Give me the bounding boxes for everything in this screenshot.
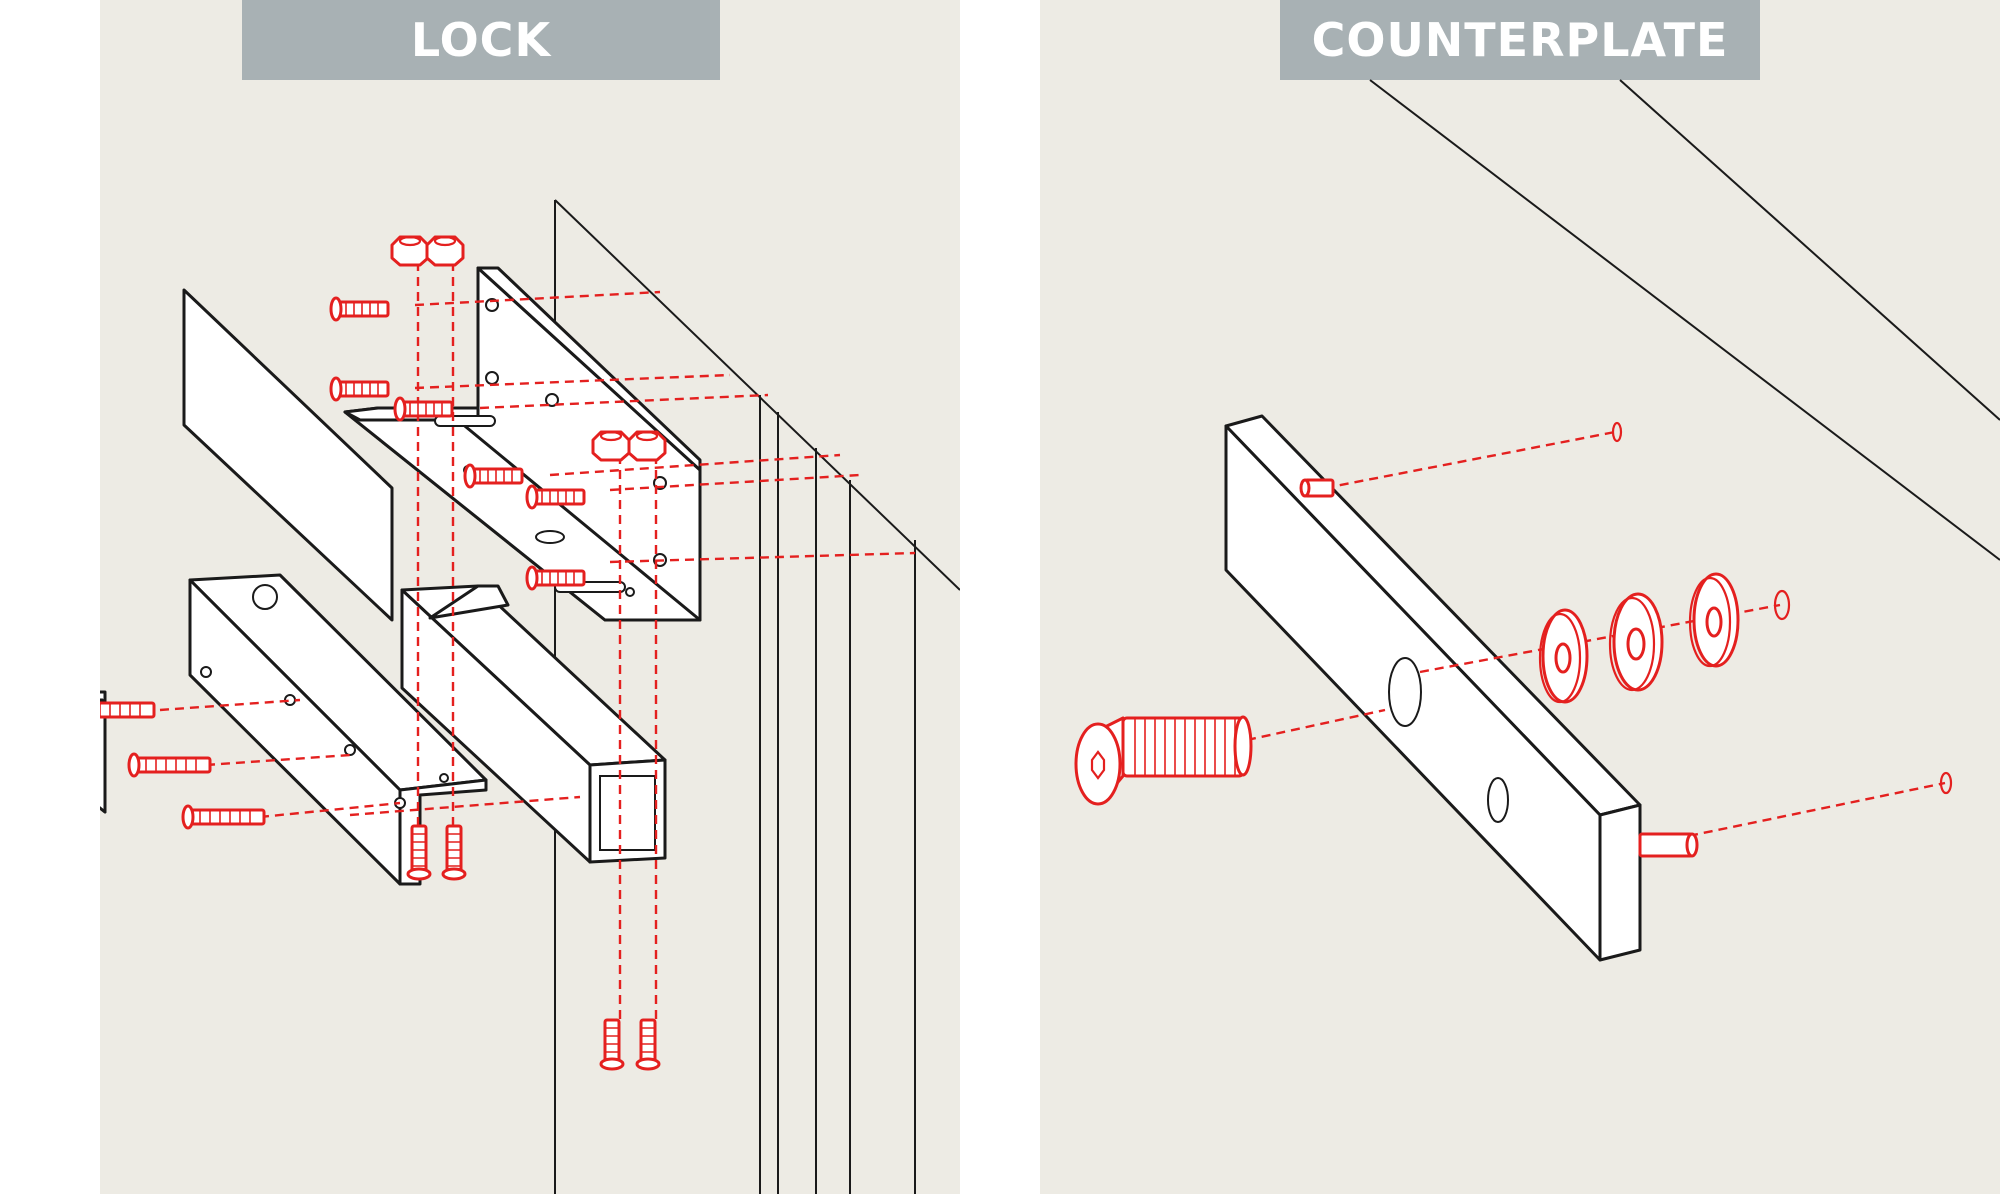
countersunk-bolt-icon <box>1074 715 1253 806</box>
counterplate-panel: COUNTERPLATE <box>1040 0 2000 1194</box>
lock-title-tab: LOCK <box>242 0 720 80</box>
lock-panel: LOCK <box>100 0 960 1194</box>
armature-plate <box>1224 414 1642 962</box>
washer-icon <box>1538 572 1791 704</box>
counterplate-title-tab: COUNTERPLATE <box>1280 0 1760 80</box>
lock-exploded-view <box>100 199 960 1194</box>
counterplate-exploded-view <box>1074 79 2000 962</box>
guide-pin-icon <box>1299 421 1953 858</box>
vertical-screw-icon <box>406 824 661 1071</box>
spacer-plate <box>182 288 394 622</box>
screw-icon <box>100 296 586 830</box>
door-leaf <box>100 706 107 814</box>
hex-nut-icon <box>390 235 667 462</box>
lower-l-bracket <box>188 573 488 886</box>
alignment-lines <box>159 262 916 1020</box>
electromagnet-body <box>400 584 667 864</box>
door-surface-lines <box>1369 79 2000 561</box>
